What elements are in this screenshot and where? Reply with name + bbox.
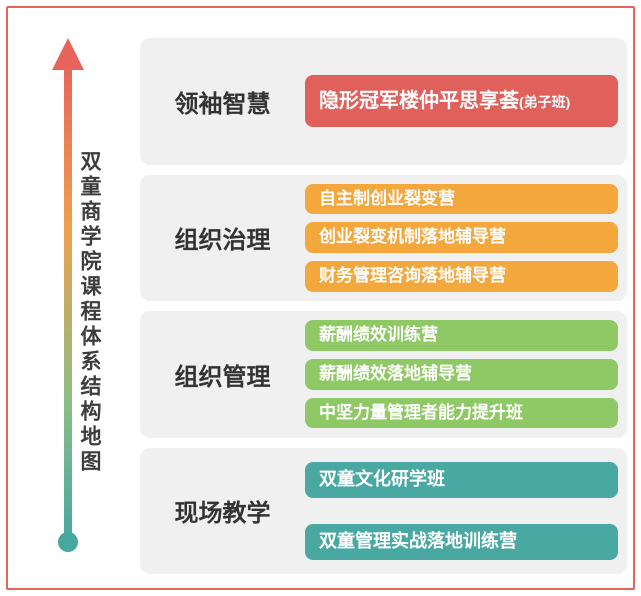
course-label: 中坚力量管理者能力提升班 bbox=[319, 402, 523, 422]
section-title: 现场教学 bbox=[174, 500, 271, 528]
course-pill: 双童管理实战落地训练营 bbox=[305, 523, 618, 560]
course-pill: 创业裂变机制落地辅导营 bbox=[305, 222, 618, 254]
course-label: 双童文化研学班 bbox=[319, 468, 445, 489]
section-title: 组织管理 bbox=[174, 363, 271, 391]
course-pill: 自主制创业裂变营 bbox=[305, 183, 618, 215]
course-pill: 薪酬绩效落地辅导营 bbox=[305, 358, 618, 390]
course-label: 创业裂变机制落地辅导营 bbox=[319, 227, 506, 247]
course-label: 自主制创业裂变营 bbox=[319, 188, 455, 208]
course-list: 双童文化研学班 双童管理实战落地训练营 bbox=[305, 461, 627, 560]
course-label: 双童管理实战落地训练营 bbox=[319, 530, 517, 551]
course-pill: 双童文化研学班 bbox=[305, 461, 618, 498]
section-title: 领袖智慧 bbox=[174, 90, 271, 118]
course-label: 隐形冠军楼仲平思享荟 bbox=[319, 90, 519, 113]
sections-container: 领袖智慧 隐形冠军楼仲平思享荟(弟子班) 组织治理 自主制创业裂变营 创业裂变机… bbox=[140, 38, 627, 574]
arrow-origin-dot bbox=[58, 532, 78, 552]
course-pill: 财务管理咨询落地辅导营 bbox=[305, 261, 618, 292]
course-pill: 薪酬绩效训练营 bbox=[305, 320, 618, 351]
course-label: 薪酬绩效落地辅导营 bbox=[319, 363, 472, 383]
course-pill: 隐形冠军楼仲平思享荟(弟子班) bbox=[305, 75, 618, 128]
course-list: 隐形冠军楼仲平思享荟(弟子班) bbox=[305, 75, 627, 128]
course-label: 薪酬绩效训练营 bbox=[319, 325, 438, 345]
section-org-governance: 组织治理 自主制创业裂变营 创业裂变机制落地辅导营 财务管理咨询落地辅导营 bbox=[140, 174, 627, 301]
course-label: 财务管理咨询落地辅导营 bbox=[319, 266, 506, 286]
section-leadership-wisdom: 领袖智慧 隐形冠军楼仲平思享荟(弟子班) bbox=[140, 38, 627, 165]
section-field-teaching: 现场教学 双童文化研学班 双童管理实战落地训练营 bbox=[140, 447, 627, 574]
section-org-management: 组织管理 薪酬绩效训练营 薪酬绩效落地辅导营 中坚力量管理者能力提升班 bbox=[140, 311, 627, 438]
course-pill: 中坚力量管理者能力提升班 bbox=[305, 397, 618, 429]
section-title: 组织治理 bbox=[174, 227, 271, 255]
axis-title: 双童商学院课程体系结构地图 bbox=[78, 150, 101, 475]
arrow-shaft bbox=[64, 64, 72, 538]
course-list: 薪酬绩效训练营 薪酬绩效落地辅导营 中坚力量管理者能力提升班 bbox=[305, 320, 627, 429]
course-note: (弟子班) bbox=[519, 94, 571, 111]
course-list: 自主制创业裂变营 创业裂变机制落地辅导营 财务管理咨询落地辅导营 bbox=[305, 183, 627, 292]
